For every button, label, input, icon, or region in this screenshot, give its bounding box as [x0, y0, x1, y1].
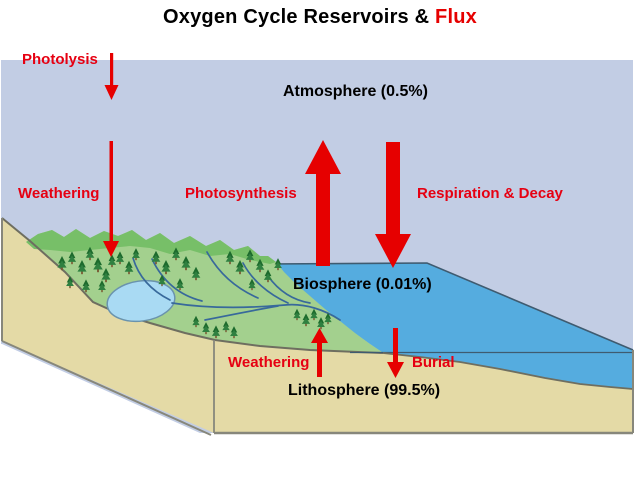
- lake: [106, 279, 176, 323]
- label-biosphere: Biosphere (0.01%): [293, 276, 432, 293]
- burial-down-arrow-icon: [387, 328, 404, 378]
- background-mask: [0, 344, 211, 438]
- vegetated-surface: [26, 229, 382, 352]
- photolysis-arrow-icon: [104, 53, 119, 100]
- weathering-lower-up-arrow-icon: [311, 328, 328, 377]
- lithosphere-land-block: [2, 218, 633, 433]
- page-title: Oxygen Cycle Reservoirs & Flux: [0, 6, 640, 29]
- label-photolysis: Photolysis: [22, 51, 98, 68]
- block-border-lines: [1, 218, 634, 436]
- river-network: [132, 251, 341, 321]
- sea-water: [265, 263, 633, 389]
- weathering-upper-arrow-icon: [103, 141, 119, 257]
- title-text: Oxygen Cycle Reservoirs &: [163, 6, 436, 28]
- label-atmosphere: Atmosphere (0.5%): [283, 83, 428, 100]
- hill-ridge: [26, 229, 276, 264]
- label-respiration-decay: Respiration & Decay: [417, 185, 563, 202]
- label-burial: Burial: [412, 354, 455, 371]
- respiration-down-arrow-icon: [375, 142, 411, 268]
- label-photosynthesis: Photosynthesis: [185, 185, 297, 202]
- photosynthesis-up-arrow-icon: [305, 140, 341, 266]
- label-lithosphere: Lithosphere (99.5%): [288, 382, 441, 399]
- slope-boundary-line: [1, 217, 384, 354]
- label-weathering-upper: Weathering: [18, 185, 100, 202]
- seafloor-line: [382, 352, 634, 390]
- title-flux-text: Flux: [435, 6, 477, 28]
- label-weathering-lower: Weathering: [228, 354, 310, 371]
